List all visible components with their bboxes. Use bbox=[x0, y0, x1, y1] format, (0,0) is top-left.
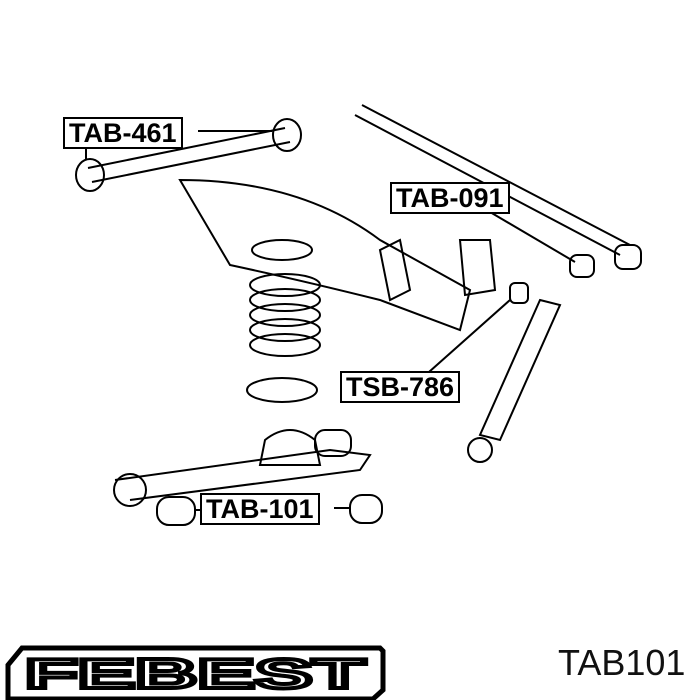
spring-pad bbox=[246, 377, 318, 403]
lateral-rod bbox=[354, 104, 631, 256]
bracket bbox=[458, 239, 497, 297]
lower-control-arm bbox=[114, 448, 372, 501]
coil-spring bbox=[249, 273, 321, 357]
bushing-right bbox=[272, 118, 302, 152]
bushing-left bbox=[75, 158, 105, 192]
rod-bushing-2 bbox=[569, 254, 595, 278]
spring-seat bbox=[251, 239, 313, 261]
label-tab-101: TAB-101 bbox=[200, 493, 320, 525]
label-tsb-786: TSB-786 bbox=[340, 371, 461, 403]
part-number: TAB101 bbox=[558, 642, 686, 683]
label-tab-461: TAB-461 bbox=[63, 117, 183, 149]
shock-absorber bbox=[478, 298, 562, 442]
upper-control-arm bbox=[87, 127, 291, 183]
shock-bushing bbox=[509, 282, 529, 304]
bushing-101-right bbox=[349, 494, 383, 524]
label-tab-091: TAB-091 bbox=[390, 182, 510, 214]
svg-text:FEBEST: FEBEST bbox=[25, 650, 366, 697]
bushing-101-left bbox=[156, 496, 196, 526]
rod-bushing bbox=[614, 244, 642, 270]
febest-logo: FEBEST bbox=[5, 645, 386, 700]
